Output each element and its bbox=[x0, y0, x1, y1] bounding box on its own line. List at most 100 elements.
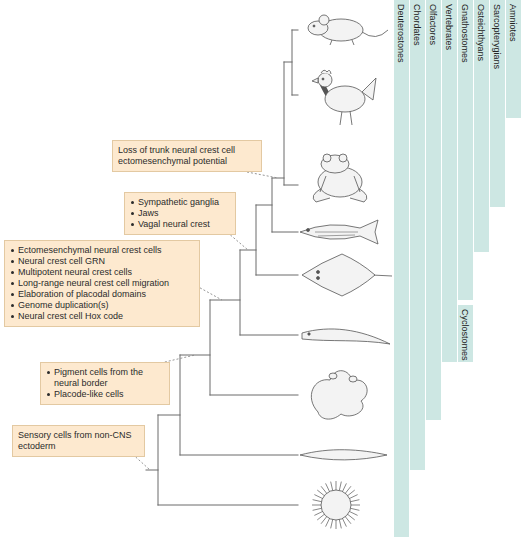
annotation-text: Ectomesenchymal neural crest cells bbox=[10, 245, 194, 256]
tree-branch bbox=[292, 30, 298, 31]
fish-stripes bbox=[315, 232, 358, 236]
annotation-box: Ectomesenchymal neural crest cellsNeural… bbox=[4, 240, 200, 327]
skate-body bbox=[302, 254, 375, 296]
skate-eye bbox=[317, 277, 320, 280]
clade-band: Osteichthyans bbox=[474, 0, 489, 252]
annotation-box: Sensory cells from non-CNS ectoderm bbox=[12, 425, 145, 457]
tree-branch bbox=[240, 335, 298, 336]
frog-eye bbox=[339, 154, 347, 162]
tree-branch bbox=[256, 205, 272, 206]
clade-label: Amniotes bbox=[508, 4, 518, 42]
tree-branch bbox=[158, 505, 298, 506]
urchin-spine bbox=[350, 508, 360, 510]
urchin-spine bbox=[336, 481, 337, 491]
urchin-spine bbox=[345, 486, 351, 494]
fish-body bbox=[300, 220, 378, 244]
clade-label: Osteichthyans bbox=[476, 4, 486, 61]
clade-band: Vertebrates bbox=[442, 0, 457, 362]
urchin-spine bbox=[313, 508, 323, 510]
chicken-eye bbox=[322, 78, 324, 80]
annotation-text: Loss of trunk neural crest cell ectomese… bbox=[118, 145, 256, 167]
clade-band: Cyclostomes bbox=[458, 305, 473, 362]
urchin-spine bbox=[336, 519, 337, 529]
urchin-spine bbox=[331, 482, 333, 492]
tree-branch bbox=[146, 470, 158, 471]
urchin-spine bbox=[350, 505, 360, 506]
tree-branch bbox=[284, 62, 292, 63]
urchin-spines bbox=[312, 481, 360, 529]
mouse-legs bbox=[330, 40, 354, 45]
urchin-spine bbox=[326, 483, 330, 492]
lamprey-body bbox=[302, 329, 390, 344]
urchin-spine bbox=[321, 516, 327, 524]
tree-branch bbox=[180, 355, 181, 455]
urchin-spine bbox=[342, 483, 346, 492]
urchin-spine bbox=[349, 495, 358, 499]
animal-silhouettes bbox=[300, 15, 392, 529]
clade-band: Gnathostomes bbox=[458, 0, 473, 300]
tree-branch bbox=[256, 275, 298, 276]
annotation-text: Neural crest cell Hox code bbox=[10, 311, 194, 322]
annotation-text: Pigment cells from the neural border bbox=[46, 367, 164, 389]
urchin-spine bbox=[339, 519, 341, 529]
leader-line bbox=[230, 235, 248, 250]
clade-band: Amniotes bbox=[506, 0, 521, 118]
urchin-spine bbox=[326, 518, 330, 527]
clade-label: Sarcopterygians bbox=[492, 4, 502, 69]
urchin-spine bbox=[317, 490, 325, 496]
lamprey-eye bbox=[308, 333, 310, 335]
clade-label: Deuterostones bbox=[396, 4, 406, 63]
skate-eye bbox=[317, 271, 320, 274]
annotation-text: Multipotent neural crest cells bbox=[10, 267, 194, 278]
urchin-spine bbox=[313, 500, 323, 502]
clade-band: Olfactores bbox=[426, 0, 441, 420]
annotation-text: Sympathetic ganglia bbox=[130, 197, 230, 208]
tree-branch bbox=[284, 62, 285, 185]
chicken-head bbox=[318, 73, 332, 87]
urchin-spine bbox=[347, 514, 355, 520]
amphioxus-body bbox=[300, 450, 387, 460]
tree-branch bbox=[292, 95, 298, 96]
urchin-spine bbox=[321, 486, 327, 494]
annotation-text: Placode-like cells bbox=[46, 389, 164, 400]
mouse-eye bbox=[313, 25, 315, 27]
tree-branch bbox=[240, 250, 256, 251]
urchin-spine bbox=[312, 505, 322, 506]
fish-eye bbox=[307, 229, 310, 232]
tree-branch bbox=[158, 415, 180, 416]
clade-band: Deuterostones bbox=[394, 0, 409, 537]
tree-branch bbox=[256, 205, 257, 275]
annotation-text: Neural crest cell GRN bbox=[10, 256, 194, 267]
frog-head bbox=[321, 155, 349, 173]
chicken-legs bbox=[340, 111, 352, 125]
leader-line bbox=[200, 288, 222, 300]
tree-branch bbox=[210, 300, 211, 395]
tree-branch bbox=[180, 355, 210, 356]
tree-branch bbox=[240, 250, 241, 335]
chicken-body bbox=[325, 86, 365, 112]
annotation-box: Pigment cells from the neural borderPlac… bbox=[40, 362, 170, 405]
clade-band: Chordates bbox=[410, 0, 425, 470]
tunicate-siphon bbox=[329, 373, 337, 379]
tunicate-body bbox=[311, 371, 367, 419]
mouse-tail bbox=[362, 30, 388, 37]
tree-branch bbox=[158, 415, 159, 505]
clade-label: Chordates bbox=[412, 4, 422, 46]
leader-line bbox=[165, 355, 195, 362]
clade-label: Gnathostomes bbox=[460, 4, 470, 63]
urchin-spine bbox=[339, 482, 341, 492]
clade-band: Sarcopterygians bbox=[490, 0, 505, 207]
clade-label: Vertebrates bbox=[444, 4, 454, 50]
leader-line bbox=[247, 172, 278, 178]
urchin-spine bbox=[317, 514, 325, 520]
urchin-spine bbox=[347, 490, 355, 496]
annotation-text: Jaws bbox=[130, 208, 230, 219]
urchin-spine bbox=[349, 511, 358, 515]
tree-branch bbox=[180, 455, 298, 456]
tunicate-siphon bbox=[349, 376, 357, 382]
tree-branch bbox=[210, 395, 298, 396]
leader-line bbox=[136, 457, 150, 470]
urchin-spine bbox=[314, 495, 323, 499]
annotation-text: Genome duplication(s) bbox=[10, 300, 194, 311]
tree-branch bbox=[272, 178, 284, 179]
